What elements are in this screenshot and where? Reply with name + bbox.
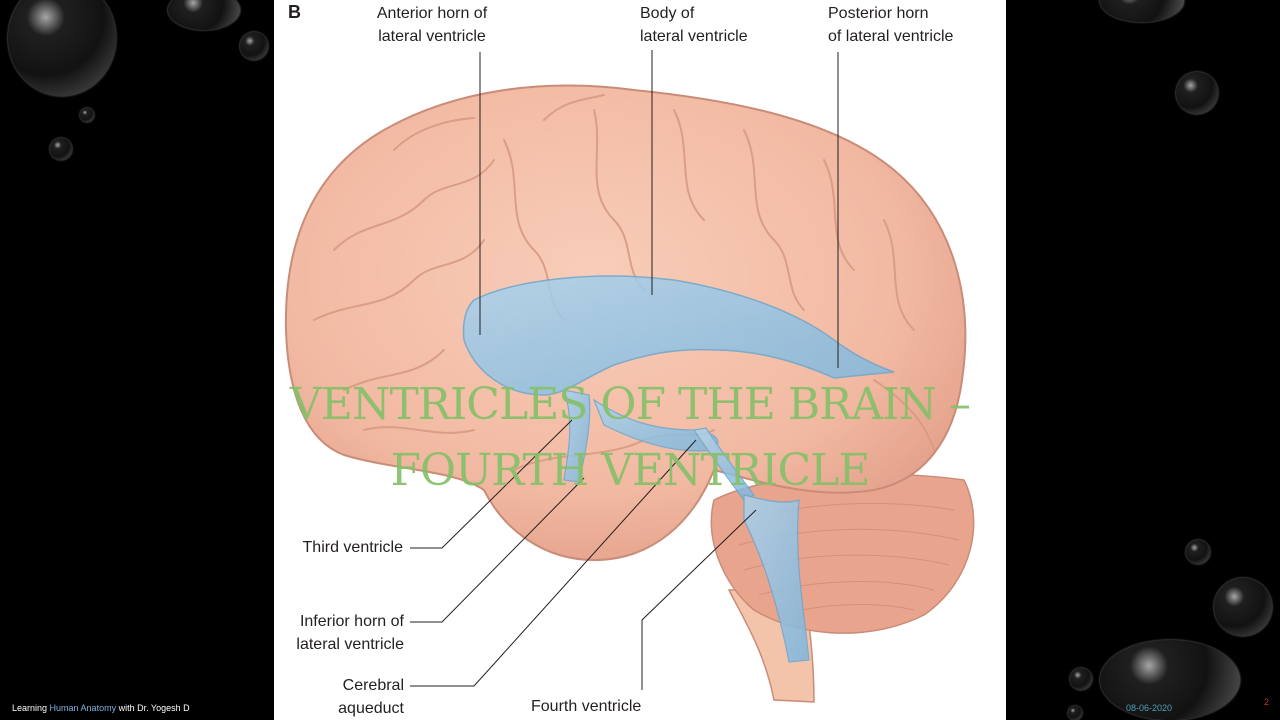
footer-text: Learning <box>12 703 50 713</box>
bubble-decoration <box>1100 0 1184 22</box>
label-body-lateral-ventricle: Body of lateral ventricle <box>640 2 748 48</box>
bubble-decoration <box>1070 668 1092 690</box>
bubble-decoration <box>1176 72 1218 114</box>
label-line: Body of <box>640 5 695 22</box>
lateral-ventricle <box>462 275 895 396</box>
label-posterior-horn: Posterior horn of lateral ventricle <box>828 2 953 48</box>
label-line: lateral ventricle <box>296 636 404 653</box>
label-inferior-horn: Inferior horn of lateral ventricle <box>278 610 404 656</box>
bubble-decoration <box>8 0 116 96</box>
label-line: Third ventricle <box>302 539 403 556</box>
label-line: Anterior horn of <box>376 5 488 22</box>
bubble-decoration <box>80 108 94 122</box>
bubble-decoration <box>240 32 268 60</box>
bubble-decoration <box>50 138 72 160</box>
label-line: of lateral ventricle <box>828 28 954 45</box>
footer-text: with Dr. Yogesh D <box>116 703 190 713</box>
bubble-decoration <box>1214 578 1272 636</box>
leader-lines <box>410 50 839 690</box>
label-third-ventricle: Third ventricle <box>278 536 403 559</box>
label-line: Inferior horn of <box>299 613 404 630</box>
label-anterior-horn: Anterior horn of lateral ventricle <box>370 2 494 48</box>
panel-letter: B <box>288 2 301 22</box>
bubble-decoration <box>168 0 240 30</box>
label-line: Posterior horn <box>828 5 929 22</box>
label-fourth-ventricle: Fourth ventricle <box>531 695 641 718</box>
slide-title: VENTRICLES OF THE BRAIN – FOURTH VENTRIC… <box>290 379 971 496</box>
footer-date: 08-06-2020 <box>1126 703 1173 713</box>
label-line: lateral ventricle <box>378 28 486 45</box>
label-line: lateral ventricle <box>640 28 748 45</box>
fourth-ventricle <box>743 494 810 663</box>
inferior-horn <box>592 398 719 452</box>
bubble-decoration <box>1186 540 1210 564</box>
brain-ventricles-figure: B Anterior horn of lateral ventricle Bod… <box>274 0 1006 720</box>
footer-text: Human <box>49 703 79 713</box>
brain-illustration <box>284 50 975 703</box>
cerebral-aqueduct <box>692 427 755 501</box>
label-cerebral-aqueduct: Cerebral aqueduct <box>278 674 404 720</box>
third-ventricle <box>563 389 591 483</box>
footer-text: Anatomy <box>78 703 117 713</box>
label-line: aqueduct <box>338 700 404 717</box>
ventricular-system <box>462 275 895 663</box>
footer-course-label: Learning Human Anatomy with Dr. Yogesh D <box>12 703 190 713</box>
slide-number: 2 <box>1264 697 1270 707</box>
label-line: Cerebral <box>342 677 404 694</box>
bubble-decoration <box>1100 640 1240 720</box>
label-line: Fourth ventricle <box>531 698 642 715</box>
bubble-decoration <box>1068 706 1082 720</box>
